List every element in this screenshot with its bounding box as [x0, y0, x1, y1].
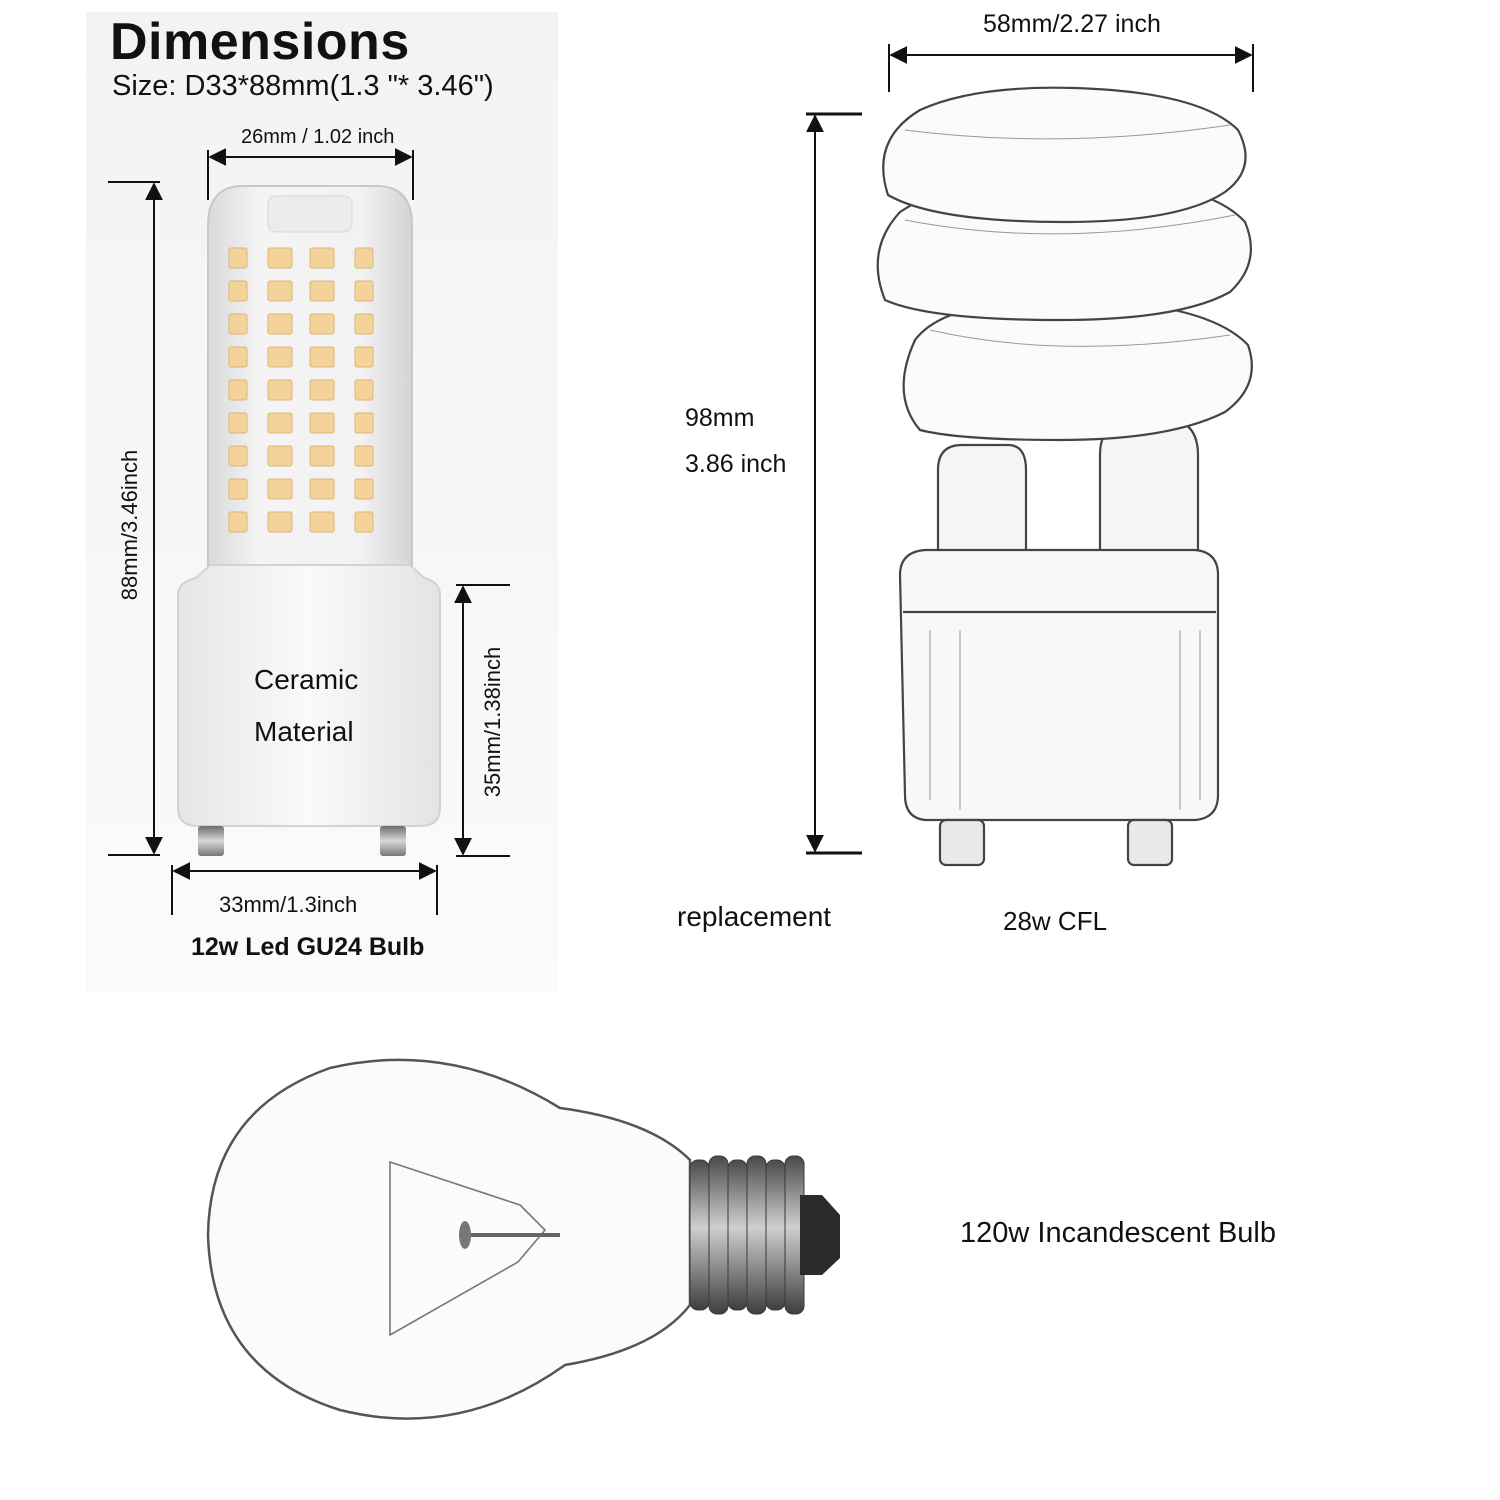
led-chip — [267, 445, 293, 467]
dimensions-heading: Dimensions — [110, 13, 410, 71]
incandescent-bulb — [206, 1058, 840, 1420]
screw-base — [689, 1155, 805, 1315]
led-chip — [354, 478, 374, 500]
led-chip — [228, 478, 248, 500]
led-chip — [228, 511, 248, 533]
ceramic-base — [177, 564, 441, 827]
led-chip — [309, 511, 335, 533]
size-spec: Size: D33*88mm(1.3 "* 3.46") — [112, 70, 494, 102]
screw-thread — [727, 1159, 748, 1311]
led-chip — [267, 346, 293, 368]
led-chip-grid — [228, 247, 374, 533]
led-chip — [267, 511, 293, 533]
cfl-caption: 28w CFL — [1003, 906, 1108, 936]
led-chip — [309, 280, 335, 302]
led-chip — [267, 478, 293, 500]
led-chip — [228, 445, 248, 467]
led-base-width-label: 33mm/1.3inch — [219, 892, 358, 917]
led-chip — [354, 247, 374, 269]
led-chip — [228, 346, 248, 368]
cfl-sketch-hatching — [904, 124, 1236, 810]
led-chip — [267, 280, 293, 302]
led-base-height-label: 35mm/1.38inch — [480, 646, 505, 798]
led-height-label: 88mm/3.46inch — [117, 449, 142, 601]
led-dimension-lines — [108, 148, 510, 915]
cfl-bulb — [876, 86, 1253, 867]
screw-thread — [708, 1155, 729, 1315]
led-chip — [228, 247, 248, 269]
cfl-dimension-lines — [806, 44, 1254, 855]
led-chip — [228, 412, 248, 434]
incandescent-caption: 120w Incandescent Bulb — [960, 1217, 1276, 1249]
led-chip — [309, 445, 335, 467]
led-chip — [354, 346, 374, 368]
cfl-width-label: 58mm/2.27 inch — [983, 10, 1161, 38]
led-chip — [309, 379, 335, 401]
led-chip — [309, 247, 335, 269]
led-chip — [309, 313, 335, 335]
led-chip — [267, 247, 293, 269]
led-chip — [267, 412, 293, 434]
replacement-label: replacement — [677, 901, 832, 932]
led-chip — [267, 313, 293, 335]
led-top-width-label: 26mm / 1.02 inch — [241, 126, 395, 148]
led-chip — [354, 511, 374, 533]
pin-right — [380, 826, 406, 856]
led-chip — [354, 280, 374, 302]
led-chip — [354, 379, 374, 401]
led-chip — [354, 445, 374, 467]
screw-thread — [765, 1159, 786, 1311]
led-chip — [309, 412, 335, 434]
led-chip — [354, 313, 374, 335]
led-caption: 12w Led GU24 Bulb — [191, 933, 425, 961]
led-chip — [228, 280, 248, 302]
pin-left — [198, 826, 224, 856]
material-line-1: Ceramic — [254, 664, 359, 695]
led-chip — [228, 379, 248, 401]
cfl-height-inch: 3.86 inch — [685, 450, 787, 478]
led-chip — [309, 346, 335, 368]
led-chip — [267, 379, 293, 401]
led-chip — [228, 313, 248, 335]
screw-thread — [746, 1155, 767, 1315]
screw-thread — [689, 1159, 710, 1311]
led-bulb — [177, 185, 441, 856]
cfl-height-mm: 98mm — [685, 404, 755, 432]
led-chip — [309, 478, 335, 500]
material-line-2: Material — [254, 716, 354, 747]
led-chip — [354, 412, 374, 434]
